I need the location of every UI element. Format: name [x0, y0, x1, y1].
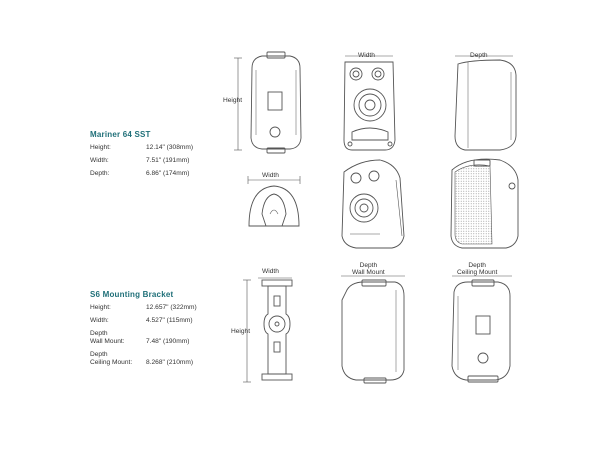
bracket-spec: S6 Mounting Bracket Height:12.657" (322m…: [90, 290, 197, 367]
label-width-3: Width: [262, 268, 279, 275]
label-width-2: Width: [262, 172, 279, 179]
speaker-perspective-open-view: [341, 159, 405, 249]
speaker-ceiling-mount-view: [451, 275, 512, 383]
spec-row-height: Height:12.657" (322mm): [90, 304, 197, 311]
mariner-title: Mariner 64 SST: [90, 130, 151, 139]
speaker-front-open-view: [343, 55, 396, 151]
speaker-top-view: [247, 176, 301, 227]
speaker-front-view: [234, 51, 302, 154]
spec-row-depth-ceiling: Depth Ceiling Mount:8.268" (210mm): [90, 351, 194, 366]
spec-row-width: Width:4.527" (115mm): [90, 317, 193, 324]
speaker-wall-mount-view: [341, 275, 405, 384]
label-height-1: Height: [223, 97, 243, 104]
bracket-front-view: [243, 277, 293, 383]
spec-row-height: Height:12.14" (308mm): [90, 144, 194, 151]
bracket-title: S6 Mounting Bracket: [90, 290, 174, 299]
label-depth-1: Depth: [470, 52, 488, 59]
label-depth-ceiling: Depth Ceiling Mount: [457, 262, 498, 276]
spec-row-width: Width:7.51" (191mm): [90, 157, 190, 164]
spec-row-depth-wall: Depth Wall Mount:7.48" (190mm): [90, 330, 190, 345]
mariner-spec: Mariner 64 SST Height:12.14" (308mm) Wid…: [90, 130, 193, 178]
label-width-1: Width: [358, 52, 375, 59]
label-depth-wall: Depth Wall Mount: [352, 262, 385, 276]
spec-row-depth: Depth:6.86" (174mm): [90, 170, 190, 177]
label-height-2: Height: [231, 328, 251, 335]
speaker-perspective-grille-view: [450, 158, 519, 249]
speaker-side-view: [454, 55, 517, 151]
